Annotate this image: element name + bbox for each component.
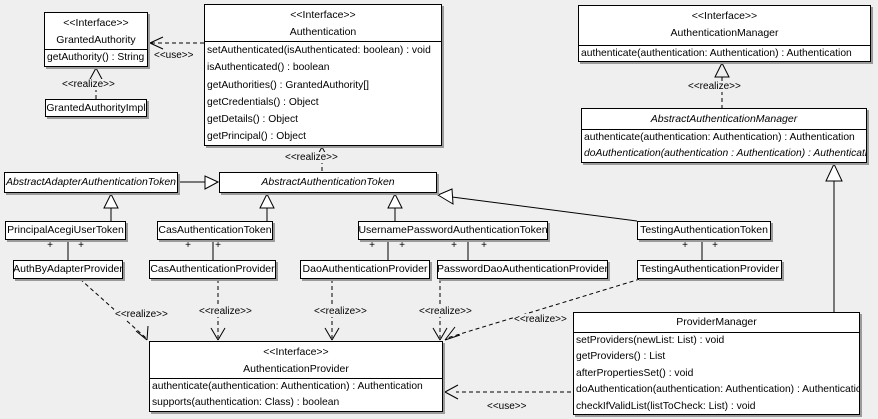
edge-label-use: <<use>> (486, 401, 528, 412)
class-abstract-adapter-authentication-token[interactable]: AbstractAdapterAuthenticationToken (4, 172, 178, 193)
association-plus-adornment: + (185, 240, 191, 251)
class-authentication-provider[interactable]: <<Interface>> AuthenticationProvider aut… (149, 341, 443, 412)
method-label: supports(authentication: Class) : boolea… (152, 397, 340, 409)
arrowhead-open-icon (432, 327, 448, 341)
edge-gen-testingtoken (451, 196, 638, 222)
method-label: getAuthority() : String (47, 52, 145, 63)
class-testing-authentication-token[interactable]: TestingAuthenticationToken (637, 221, 771, 240)
stereotype-label: <<Interface>> (263, 346, 329, 358)
arrowhead-triangle-icon (436, 188, 454, 205)
class-testing-authentication-provider[interactable]: TestingAuthenticationProvider (637, 260, 782, 279)
method-label: afterPropertiesSet() : void (576, 367, 694, 379)
class-abstract-authentication-token[interactable]: AbstractAuthenticationToken (219, 172, 437, 193)
arrowhead-open-icon (210, 327, 226, 341)
edge-label-realize: <<realize>> (114, 309, 169, 320)
association-plus-adornment: + (712, 240, 718, 251)
arrowhead-triangle-icon (714, 61, 730, 78)
association-plus-adornment: + (399, 240, 405, 251)
class-name: UsernamePasswordAuthenticationToken (358, 224, 548, 236)
association-plus-adornment: + (481, 240, 487, 251)
method-label: setAuthenticated(isAuthenticated: boolea… (207, 45, 431, 56)
method-label: authenticate(authentication: Authenticat… (152, 381, 423, 392)
arrowhead-open-icon (324, 327, 340, 341)
edge-label-realize: <<realize>> (513, 314, 568, 325)
arrowhead-open-icon (149, 36, 164, 50)
class-authentication[interactable]: <<Interface>> Authentication setAuthenti… (204, 4, 442, 146)
stereotype-label: <<Interface>> (63, 17, 129, 29)
method-label: getPrincipal() : Object (207, 131, 307, 143)
association-plus-adornment: + (369, 240, 375, 251)
class-name: TestingAuthenticationProvider (640, 263, 779, 275)
edge-label-realize: <<realize>> (284, 152, 339, 163)
method-label: authenticate(authentication: Authenticat… (584, 132, 855, 143)
method-label: checkIfValidList(listToCheck: List) : vo… (576, 400, 756, 412)
method-label: getCredentials() : Object (207, 96, 319, 108)
class-abstract-authentication-manager[interactable]: AbstractAuthenticationManager authentica… (581, 108, 867, 163)
class-password-dao-authentication-provider[interactable]: PasswordDaoAuthenticationProvider (437, 260, 608, 279)
method-label: authenticate(authentication: Authenticat… (581, 48, 852, 59)
method-label: getDetails() : Object (207, 114, 298, 126)
edge-label-realize: <<realize>> (313, 306, 368, 317)
method-label: getProviders() : List (576, 351, 666, 363)
arrowhead-triangle-icon (103, 192, 119, 209)
arrowhead-triangle-icon (387, 192, 403, 209)
arrowhead-triangle-icon (825, 162, 843, 182)
arrowhead-triangle-icon (204, 175, 220, 190)
class-granted-authority-impl[interactable]: GrantedAuthorityImpl (45, 99, 147, 117)
class-name: TestingAuthenticationToken (640, 224, 768, 236)
class-auth-by-adapter-provider[interactable]: AuthByAdapterProvider (13, 260, 123, 279)
association-plus-adornment: + (682, 240, 688, 251)
class-authentication-manager[interactable]: <<Interface>> AuthenticationManager auth… (578, 5, 871, 62)
edge-label-use: <<use>> (153, 50, 195, 61)
class-granted-authority[interactable]: <<Interface>> GrantedAuthority getAuthor… (44, 12, 148, 67)
arrowhead-open-icon (444, 384, 459, 400)
class-provider-manager[interactable]: ProviderManager setProviders(newList: Li… (573, 312, 860, 415)
method-label: doAuthentication(authentication : Authen… (584, 148, 866, 160)
class-cas-authentication-token[interactable]: CasAuthenticationToken (157, 221, 273, 240)
stereotype-label: <<Interface>> (691, 10, 758, 22)
arrowhead-open-icon (135, 325, 149, 341)
class-name: DaoAuthenticationProvider (302, 263, 428, 275)
association-plus-adornment: + (451, 240, 457, 251)
class-name: GrantedAuthority (56, 34, 136, 46)
class-name: AuthenticationProvider (243, 363, 349, 375)
method-label: isAuthenticated() : boolean (207, 62, 330, 74)
class-name: AuthByAdapterProvider (13, 263, 123, 275)
association-plus-adornment: + (215, 240, 221, 251)
method-label: setProviders(newList: List) : void (576, 335, 725, 346)
edge-realize-authbyadapterprovider (79, 278, 147, 339)
class-name: AuthenticationManager (670, 27, 779, 39)
stereotype-label: <<Interface>> (290, 9, 356, 21)
class-name: PrincipalAcegiUserToken (7, 224, 124, 236)
class-cas-authentication-provider[interactable]: CasAuthenticationProvider (149, 260, 276, 279)
class-dao-authentication-provider[interactable]: DaoAuthenticationProvider (300, 260, 430, 279)
association-plus-adornment: + (78, 240, 84, 251)
class-name: PasswordDaoAuthenticationProvider (437, 263, 609, 275)
class-name: GrantedAuthorityImpl (46, 101, 146, 114)
class-name: AbstractAuthenticationManager (650, 113, 798, 125)
edge-label-realize: <<realize>> (61, 79, 116, 90)
edge-label-realize: <<realize>> (418, 306, 473, 317)
association-plus-adornment: + (47, 240, 53, 251)
arrowhead-open-icon (444, 326, 461, 341)
arrowhead-triangle-icon (259, 192, 275, 209)
method-label: doAuthentication(authentication: Authent… (576, 384, 859, 396)
class-principal-acegi-user-token[interactable]: PrincipalAcegiUserToken (5, 221, 126, 240)
class-name: Authentication (289, 26, 357, 38)
edge-label-realize: <<realize>> (198, 306, 253, 317)
class-name: CasAuthenticationProvider (150, 263, 275, 275)
edge-label-realize: <<realize>> (687, 81, 742, 92)
method-label: getAuthorities() : GrantedAuthority[] (207, 79, 369, 91)
class-name: AbstractAdapterAuthenticationToken (5, 176, 177, 188)
class-username-password-authentication-token[interactable]: UsernamePasswordAuthenticationToken (358, 221, 548, 240)
class-name: CasAuthenticationToken (158, 224, 272, 236)
class-name: ProviderManager (676, 316, 757, 328)
edge-realize-testingprovider (446, 278, 641, 339)
class-name: AbstractAuthenticationToken (261, 176, 395, 188)
